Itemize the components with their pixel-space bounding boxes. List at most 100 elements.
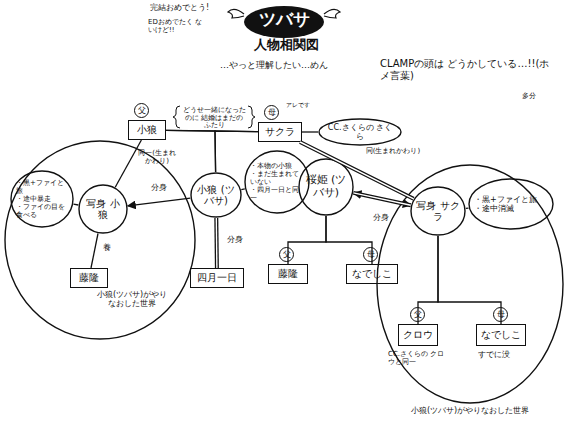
node-label: なでしこ [481, 329, 521, 341]
relation-line [74, 204, 79, 206]
person-circle: 写身 小狼 [78, 184, 128, 234]
person-box: 藤隆 [268, 264, 308, 284]
node-label: サクラ [265, 126, 295, 138]
parent-symbol: 父 [410, 307, 425, 322]
node-outline-ellipse [79, 185, 127, 233]
node-outline-ellipse [411, 187, 465, 235]
person-box: なでしこ [346, 264, 398, 284]
node-label: 藤隆 [79, 272, 99, 284]
person-box: 四月一日 [190, 268, 244, 288]
edge-label: 養 [100, 244, 114, 253]
relation-line [302, 131, 318, 132]
relation-line [288, 216, 326, 264]
node-text-holder: ・黒+ファイと旅・途中消滅 [468, 178, 554, 230]
edge-label: 同一(生まれかわり) [136, 150, 178, 165]
relation-line [215, 131, 258, 172]
person-circle: 小狼 (ツバサ) [190, 172, 242, 218]
comment-text: CLAMPの頭は どうかしている…!!(ホメ言葉) [380, 58, 556, 81]
node-label: クロウ [403, 329, 433, 341]
node-label: なでしこ [352, 268, 392, 280]
node-label: 写身 小狼 [84, 198, 122, 221]
relation-line [466, 207, 469, 208]
subtitle-text: 人物相関図 [246, 38, 326, 53]
node-label: CC.さくらの さくら [324, 123, 396, 141]
node-text-holder: CC.さくらの さくら [318, 118, 402, 146]
note-text: アレです [286, 102, 318, 109]
node-text-holder: 藤隆 [269, 265, 307, 283]
node-text-holder: 藤隆 [71, 269, 107, 287]
node-text-holder: なでしこ [347, 265, 397, 283]
node-text-holder: クロウ [399, 325, 437, 345]
parent-symbol: 母 [363, 247, 378, 262]
edge-label: 分身 [146, 184, 172, 193]
node-text-holder: ・黒+ファイと旅・途中暴走・ファイの目を食べる [10, 170, 74, 228]
note-bubble: ・黒+ファイと旅・途中消滅 [468, 178, 554, 230]
node-text-holder: 四月一日 [191, 269, 243, 287]
edge-label: 分身 [222, 236, 248, 245]
node-text: ・途中暴走 [16, 195, 51, 203]
world-region: 小狼(ツバサ)がやりなおした世界 写身 小狼・黒+ファイと旅・途中暴走・ファイの目… [4, 140, 196, 340]
node-label: ・本物の小狼 [250, 162, 292, 170]
note-bubble: ・黒+ファイと旅・途中暴走・ファイの目を食べる [10, 170, 74, 228]
node-text-holder: 写身 小狼 [78, 184, 128, 234]
node-text-holder: なでしこ [477, 325, 525, 345]
node-label: 写身 サクラ [416, 200, 460, 223]
bracket-right [248, 106, 255, 128]
person-box: 小狼 [128, 120, 166, 140]
node-label: ・黒+ファイと旅 [474, 195, 537, 204]
title-text: ツバサ [246, 10, 322, 30]
node-text: ・まだ生まれていない [250, 170, 304, 186]
note-text: EDおめでたく ないけど!! [148, 18, 206, 34]
relation-line [241, 188, 245, 190]
person-circle: 写身 サクラ [410, 186, 466, 236]
node-outline-ellipse [5, 141, 195, 339]
node-outline-ellipse [191, 173, 241, 217]
relation-arrow [128, 198, 191, 206]
person-box: クロウ [398, 324, 438, 346]
world-region: 小狼(ツバサ)がやりなおした世界写身 サクラ・黒+ファイと旅・途中消滅クロウなで… [376, 164, 564, 404]
subtitle-note: …やっと理解したい…めん [220, 60, 350, 70]
note-text: CC.さくらの クロウと同一 [388, 350, 450, 366]
bracket-left [173, 106, 180, 128]
node-label: 小狼(ツバサ)がやりなおした世界 [390, 406, 550, 415]
relation-line [438, 236, 501, 324]
node-outline-ellipse [319, 119, 401, 145]
node-text: ・ファイの目を食べる [16, 203, 68, 219]
node-text-holder: 小狼 (ツバサ) [190, 172, 242, 218]
title-blob [244, 6, 324, 38]
node-outline [4, 140, 196, 340]
wing-right [324, 9, 340, 18]
relation-line [115, 140, 141, 187]
node-label: 四月一日 [197, 272, 237, 284]
relation-arrow [353, 193, 410, 205]
parent-symbol: 父 [279, 247, 294, 262]
node-label: ・黒+ファイと旅 [16, 179, 68, 195]
note-text: 完結おめでとう! [150, 3, 230, 12]
parent-symbol: 母 [493, 307, 508, 322]
node-text-holder: 小狼 [129, 121, 165, 139]
parent-symbol: 父 [134, 103, 149, 118]
node-outline-ellipse [11, 171, 73, 227]
node-label: 桜姫 (ツバサ) [304, 174, 348, 199]
node-label: 藤隆 [278, 268, 298, 280]
edge-label: 同(生まれかわり) [356, 148, 430, 156]
person-box: なでしこ [476, 324, 526, 346]
note-text: すでに没 [478, 350, 528, 359]
double-line-inner [353, 193, 410, 205]
node-text-holder: 小狼(ツバサ)がやりなおした世界 [96, 290, 168, 308]
parent-symbol: 母 [264, 105, 279, 120]
node-text-holder: 小狼(ツバサ)がやりなおした世界 [390, 406, 550, 415]
node-outline-ellipse [377, 165, 563, 403]
node-label: 小狼 (ツバサ) [196, 184, 236, 207]
edge-label: どうせ一緒になったのに 結婚はまだのふたり [182, 107, 246, 130]
person-ellipse: CC.さくらの さくら [318, 118, 402, 146]
edge-label: 分身 [368, 214, 394, 223]
node-outline-ellipse [299, 159, 353, 215]
double-line-inner [216, 218, 218, 268]
node-text-holder: 写身 サクラ [410, 186, 466, 236]
node-label: 小狼(ツバサ)がやりなおした世界 [96, 290, 168, 308]
node-label: 小狼 [137, 124, 157, 136]
note-text: 多分 [522, 92, 546, 100]
relation-line [214, 218, 219, 268]
